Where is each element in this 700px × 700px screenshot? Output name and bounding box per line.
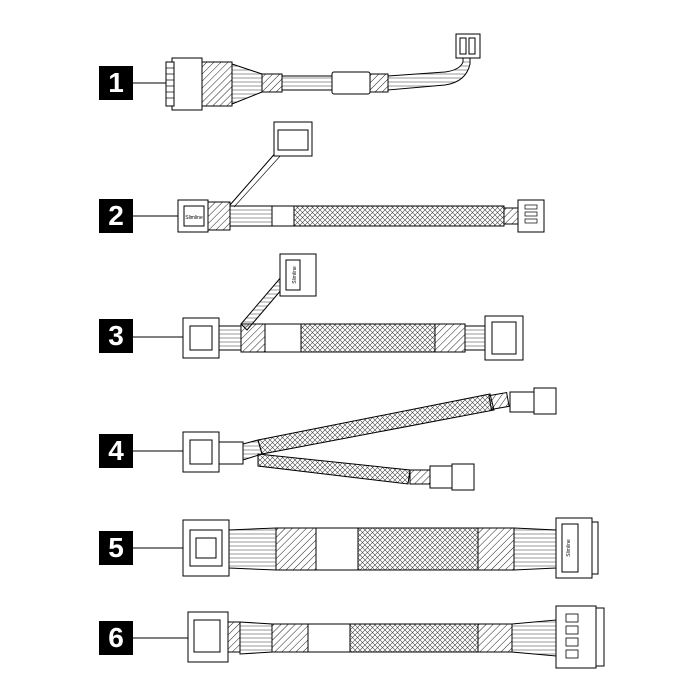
callout-1: 1 [99, 66, 133, 100]
cable-5: Slimline [182, 517, 599, 579]
callout-4: 4 [99, 434, 133, 468]
connector-label-c3: Slimline [292, 266, 298, 284]
connector-label-c2: Slimline [185, 215, 203, 221]
callout-6: 6 [99, 621, 133, 655]
cable-4 [182, 387, 557, 491]
connector-label-c5: Slimline [566, 539, 572, 557]
cable-6 [187, 605, 605, 669]
callout-5: 5 [99, 531, 133, 565]
callout-2: 2 [99, 199, 133, 233]
callout-3: 3 [99, 319, 133, 353]
cable-3: Slimline [182, 253, 524, 361]
cable-2: Slimline [177, 121, 545, 233]
cable-1 [165, 33, 481, 111]
